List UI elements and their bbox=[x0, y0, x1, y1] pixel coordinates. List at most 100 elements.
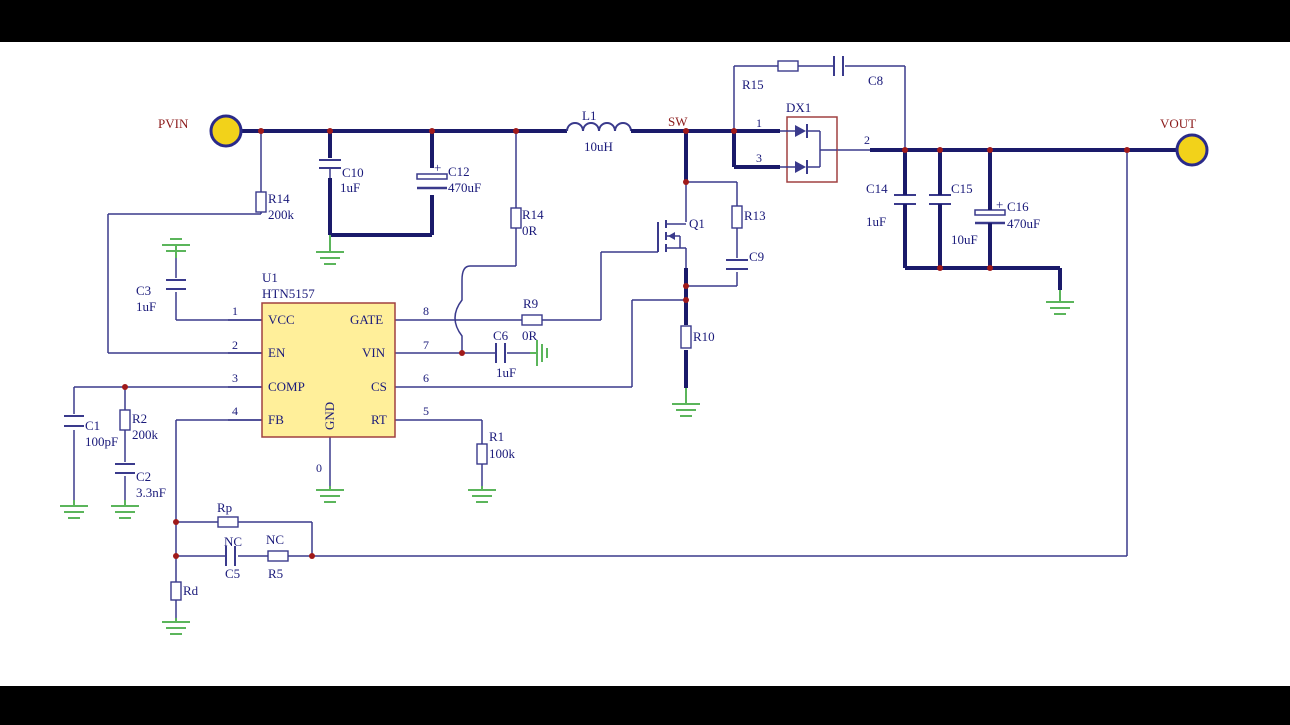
c12-plus: + bbox=[434, 160, 441, 175]
r14a-value: 200k bbox=[268, 207, 295, 222]
vout-connector: VOUT bbox=[1160, 116, 1209, 167]
sw-net-label: SW bbox=[668, 114, 688, 129]
inductor-l1: L1 10uH bbox=[566, 108, 650, 154]
c12-ref: C12 bbox=[448, 164, 470, 179]
ground-icon bbox=[162, 238, 190, 258]
resistor-r5: NC R5 bbox=[266, 532, 289, 581]
ground-symbols bbox=[60, 235, 1074, 635]
junction-dots bbox=[122, 128, 1130, 559]
capacitor-c6: C6 1uF bbox=[493, 328, 516, 380]
resistor-r9: R9 0R bbox=[521, 296, 543, 343]
ground-icon bbox=[60, 500, 88, 519]
mosfet-q1: Q1 bbox=[657, 216, 705, 252]
ground-icon bbox=[316, 235, 344, 265]
pin-vin: VIN bbox=[362, 345, 386, 360]
capacitor-c2: C2 3.3nF bbox=[115, 463, 166, 500]
l1-ref: L1 bbox=[582, 108, 596, 123]
resistor-r1: R1 100k bbox=[476, 429, 516, 465]
c10-ref: C10 bbox=[342, 165, 364, 180]
c10-value: 1uF bbox=[340, 180, 360, 195]
resistor-r14-0r: R14 0R bbox=[510, 207, 544, 238]
dx1-pin3: 3 bbox=[756, 151, 762, 165]
c16-value: 470uF bbox=[1007, 216, 1040, 231]
r9-value: 0R bbox=[522, 328, 538, 343]
pin-8-num: 8 bbox=[423, 304, 429, 318]
r14b-value: 0R bbox=[522, 223, 538, 238]
c9-ref: C9 bbox=[749, 249, 764, 264]
capacitor-c10: C10 1uF bbox=[319, 159, 364, 195]
r1-value: 100k bbox=[489, 446, 516, 461]
pin-gate: GATE bbox=[350, 312, 383, 327]
top-black-bar bbox=[0, 0, 1290, 42]
c3-ref: C3 bbox=[136, 283, 151, 298]
pin-rt: RT bbox=[371, 412, 387, 427]
pin-3-num: 3 bbox=[232, 371, 238, 385]
ic-u1: U1 HTN5157 1 2 3 4 8 7 6 5 VCC EN COMP F… bbox=[228, 270, 429, 475]
resistor-r15: R15 bbox=[742, 60, 799, 92]
resistor-r2: R2 200k bbox=[119, 409, 159, 442]
gnd-pin-num: 0 bbox=[316, 461, 322, 475]
r9-ref: R9 bbox=[523, 296, 538, 311]
c14-ref: C14 bbox=[866, 181, 888, 196]
c16-plus: + bbox=[996, 197, 1003, 212]
pin-cs: CS bbox=[371, 379, 387, 394]
pin-en: EN bbox=[268, 345, 286, 360]
c15-value: 10uF bbox=[951, 232, 978, 247]
r5-ref: R5 bbox=[268, 566, 283, 581]
r13-ref: R13 bbox=[744, 208, 766, 223]
ground-icon bbox=[672, 388, 700, 417]
pin-5-num: 5 bbox=[423, 404, 429, 418]
resistor-rp: Rp bbox=[217, 500, 239, 528]
pin-comp: COMP bbox=[268, 379, 305, 394]
pin-vcc: VCC bbox=[268, 312, 295, 327]
ground-icon bbox=[468, 486, 496, 503]
pin-1-num: 1 bbox=[232, 304, 238, 318]
pin-7-num: 7 bbox=[423, 338, 429, 352]
capacitor-c14: C14 1uF bbox=[866, 181, 916, 229]
q1-ref: Q1 bbox=[689, 216, 705, 231]
dx1-pin1: 1 bbox=[756, 116, 762, 130]
capacitor-c5: NC C5 bbox=[224, 534, 242, 581]
r5-value: NC bbox=[266, 532, 284, 547]
c6-value: 1uF bbox=[496, 365, 516, 380]
c3-value: 1uF bbox=[136, 299, 156, 314]
ic-part: HTN5157 bbox=[262, 286, 315, 301]
vout-label: VOUT bbox=[1160, 116, 1196, 131]
pin-6-num: 6 bbox=[423, 371, 429, 385]
c16-ref: C16 bbox=[1007, 199, 1029, 214]
r14a-ref: R14 bbox=[268, 191, 290, 206]
c15-ref: C15 bbox=[951, 181, 973, 196]
rp-ref: Rp bbox=[217, 500, 232, 515]
c1-value: 100pF bbox=[85, 434, 118, 449]
r15-ref: R15 bbox=[742, 77, 764, 92]
r2-value: 200k bbox=[132, 427, 159, 442]
c8-ref: C8 bbox=[868, 73, 883, 88]
resistor-rd: Rd bbox=[170, 581, 199, 601]
dx1-ref: DX1 bbox=[786, 100, 811, 115]
rd-ref: Rd bbox=[183, 583, 199, 598]
capacitor-c3: C3 1uF bbox=[136, 279, 186, 314]
c14-value: 1uF bbox=[866, 214, 886, 229]
dx1-pin2: 2 bbox=[864, 133, 870, 147]
ground-icon bbox=[530, 340, 548, 366]
diode-dx1: DX1 1 2 3 bbox=[756, 100, 870, 183]
ground-icon bbox=[162, 618, 190, 635]
r14b-ref: R14 bbox=[522, 207, 544, 222]
r1-ref: R1 bbox=[489, 429, 504, 444]
ic-ref: U1 bbox=[262, 270, 278, 285]
capacitor-c15: C15 10uF bbox=[929, 181, 978, 247]
ground-icon bbox=[111, 500, 139, 519]
pvin-connector: PVIN bbox=[158, 114, 244, 148]
capacitor-c8: C8 bbox=[833, 56, 883, 88]
bottom-black-bar bbox=[0, 686, 1290, 725]
capacitor-c12: + C12 470uF bbox=[416, 160, 481, 195]
resistor-r10: R10 bbox=[680, 325, 715, 349]
capacitor-c16: + C16 470uF bbox=[974, 197, 1040, 231]
capacitor-c9: C9 bbox=[726, 249, 764, 270]
resistor-r13: R13 bbox=[731, 205, 766, 229]
ground-icon bbox=[1046, 290, 1074, 315]
pin-gnd: GND bbox=[322, 402, 337, 430]
r10-ref: R10 bbox=[693, 329, 715, 344]
c5-value: NC bbox=[224, 534, 242, 549]
